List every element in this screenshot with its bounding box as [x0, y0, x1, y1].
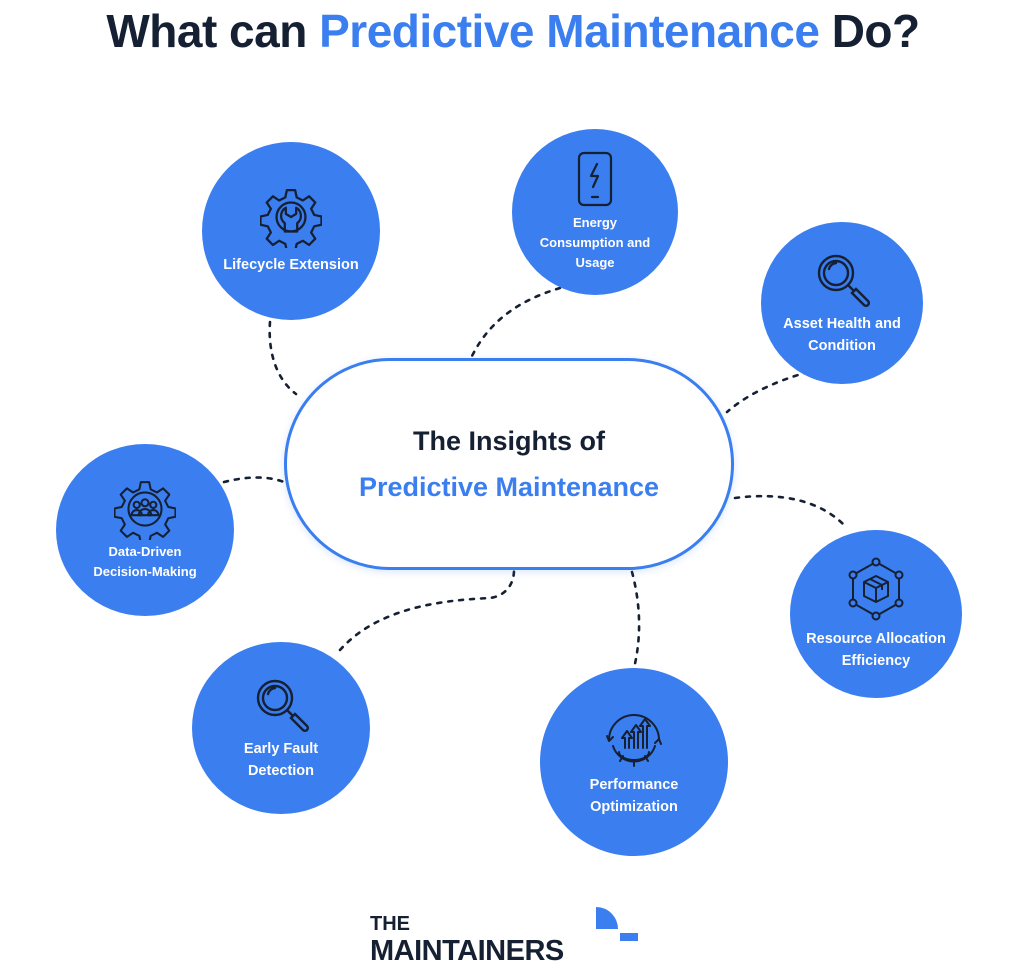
magnifier-icon [817, 254, 871, 308]
node-label: Resource Allocation Efficiency [806, 631, 946, 669]
node-early-fault: Early Fault Detection [192, 642, 370, 814]
center-pill: The Insights of Predictive Maintenance [284, 358, 734, 570]
node-label: Energy Consumption and Usage [539, 215, 651, 270]
logo-line1: THE [370, 913, 410, 935]
node-performance-optimization: Performance Optimization [540, 668, 728, 856]
connector-early [338, 568, 516, 652]
node-asset-health: Asset Health and Condition [761, 222, 923, 384]
logo-line2: MAINTAINERS [370, 935, 564, 967]
gear-arrows-icon [606, 714, 662, 767]
box-network-icon [848, 557, 904, 621]
magnifier-icon [256, 679, 310, 733]
node-label: Lifecycle Extension [223, 257, 359, 273]
title-highlight: Predictive Maintenance [319, 5, 820, 57]
connector-energy [470, 286, 562, 358]
connector-performance [630, 570, 641, 670]
connector-resource [733, 494, 847, 528]
center-title-line2: Predictive Maintenance [358, 472, 660, 502]
brand-logo: THE MAINTAINERS [370, 905, 650, 967]
node-energy-consumption: Energy Consumption and Usage [512, 129, 678, 295]
node-label: Performance Optimization [589, 777, 679, 815]
node-label: Data-Driven Decision-Making [93, 544, 197, 579]
title-suffix: Do? [831, 5, 920, 57]
phone-lightning-icon [577, 151, 613, 207]
connector-lifecycle [268, 320, 298, 396]
gear-team-icon [114, 481, 176, 540]
node-label: Early Fault Detection [243, 741, 319, 779]
connector-asset [725, 370, 810, 414]
node-lifecycle-extension: Lifecycle Extension [202, 142, 380, 320]
page-title: What can Predictive Maintenance Do? [0, 4, 1026, 58]
title-prefix: What can [106, 5, 307, 57]
node-data-driven: Data-Driven Decision-Making [56, 444, 234, 616]
node-resource-allocation: Resource Allocation Efficiency [790, 530, 962, 698]
center-title-line1: The Insights of [413, 426, 605, 456]
logo-mark-icon [596, 907, 638, 941]
connector-data [222, 476, 286, 484]
node-label: Asset Health and Condition [783, 316, 901, 354]
gear-wrench-icon [260, 188, 322, 248]
